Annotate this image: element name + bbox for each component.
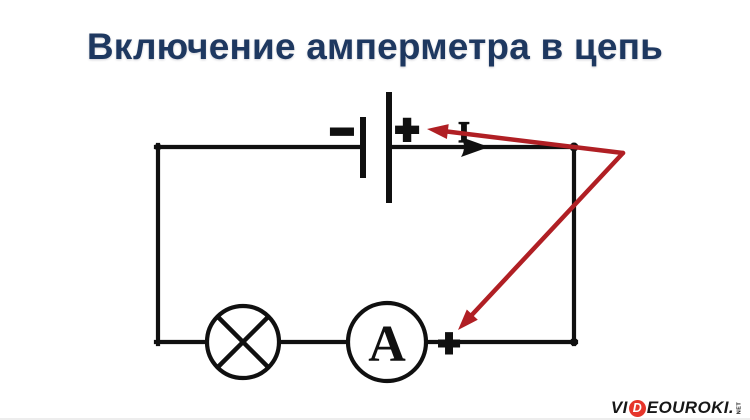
ammeter-label: A: [368, 316, 406, 373]
pointer-arrowhead-battery-plus: [427, 124, 449, 139]
pointer-arrowhead-ammeter-plus: [458, 309, 478, 330]
logo-text-post: EOUROKI.: [646, 398, 734, 417]
battery-minus-label: −: [330, 110, 353, 154]
slide-title: Включение амперметра в цепь: [86, 26, 664, 67]
logo-tld-text: NET: [736, 401, 742, 415]
pointer-arrow-to-battery-plus: [443, 129, 626, 156]
logo-d-letter: D: [632, 401, 642, 415]
ammeter-circle: [345, 300, 429, 384]
lamp-symbol: [204, 303, 282, 381]
lamp-cross-line-2: [216, 315, 270, 369]
battery-plus-label: +: [395, 108, 418, 152]
ammeter-plus-terminal-label: +: [438, 323, 459, 364]
current-arrowhead: [461, 137, 489, 157]
battery-symbol: − +: [328, 92, 421, 203]
junction-dot-bottom-right: [570, 338, 578, 346]
ammeter-symbol: A +: [345, 300, 462, 384]
logo-tld: NET: [735, 400, 743, 416]
pointer-arrows: [427, 124, 626, 330]
logo-d-badge: D: [628, 399, 646, 417]
junction-dot-top-left: [154, 143, 162, 151]
logo-text-pre: VI: [610, 398, 628, 417]
videouroki-logo: VI D EOUROKI. NET: [611, 398, 743, 418]
pointer-arrow-to-ammeter-plus: [466, 150, 626, 321]
slide-bottom-edge: [0, 418, 750, 420]
